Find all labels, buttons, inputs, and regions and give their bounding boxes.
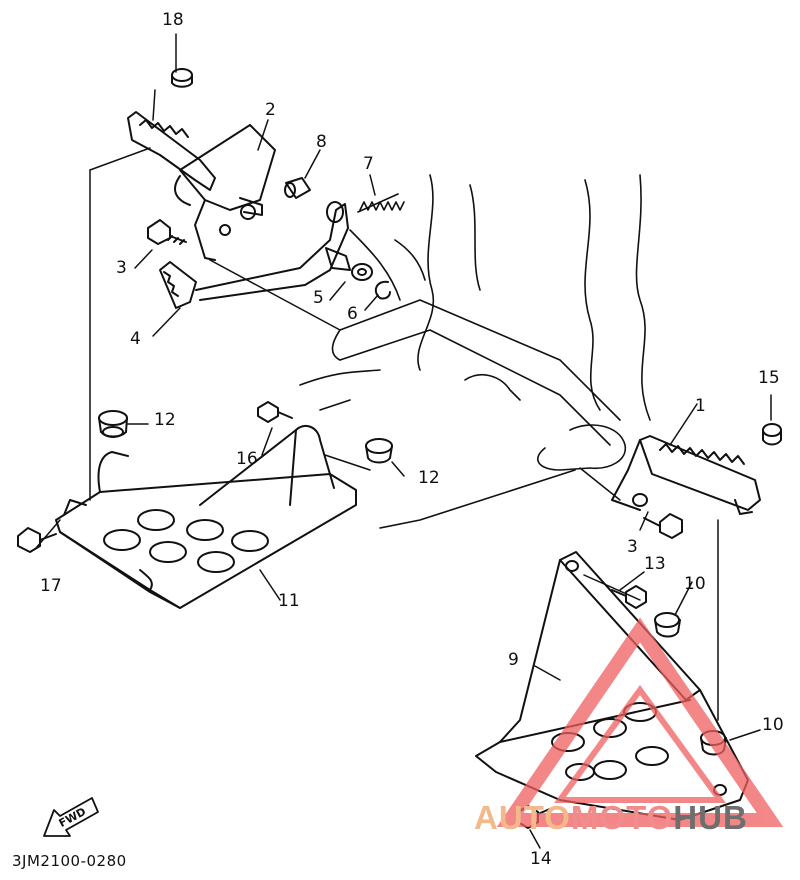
callout-17: 17 (40, 576, 62, 596)
callout-9: 9 (508, 650, 519, 670)
watermark-triangle (496, 617, 784, 827)
callout-3-left: 3 (116, 258, 127, 278)
watermark-moto: MOTO (570, 799, 674, 836)
part-13-bolt (611, 585, 647, 609)
callout-16: 16 (236, 449, 258, 469)
callout-13: 13 (644, 554, 666, 574)
fwd-marker: FWD (44, 800, 100, 836)
part-15-nut (762, 423, 782, 446)
callout-14: 14 (530, 849, 552, 869)
callout-3-right: 3 (627, 537, 638, 557)
callout-18: 18 (162, 10, 184, 30)
part-10-grommet-upper (654, 612, 681, 638)
callout-11: 11 (278, 591, 300, 611)
callout-10-lower: 10 (762, 715, 784, 735)
part-7-spring (357, 193, 405, 213)
callout-10-upper: 10 (684, 574, 706, 594)
callout-12-left: 12 (154, 410, 176, 430)
part-3-bolt-right (643, 513, 683, 539)
watermark-logo: AUTOMOTOHUB (474, 799, 748, 837)
callout-15: 15 (758, 368, 780, 388)
callout-2: 2 (265, 100, 276, 120)
part-5-collar (351, 263, 373, 281)
frame-outline (299, 174, 651, 529)
part-code: 3JM2100-0280 (12, 852, 127, 870)
part-6-clip (374, 280, 391, 300)
part-16-bolt (257, 401, 293, 423)
part-17-bolt (17, 527, 57, 553)
part-1-right-footrest (611, 435, 761, 515)
part-11-left-bracket (55, 424, 357, 609)
callout-7: 7 (363, 154, 374, 174)
callout-8: 8 (316, 132, 327, 152)
leader-lines (35, 33, 772, 849)
part-12-grommet-left (98, 410, 128, 438)
callout-5: 5 (313, 288, 324, 308)
part-18-nut (171, 68, 193, 88)
part-3-bolt-left (147, 219, 187, 245)
watermark-hub: HUB (673, 799, 748, 836)
part-2-left-footrest (127, 111, 276, 261)
watermark-auto: AUTO (474, 799, 571, 836)
callout-4: 4 (130, 329, 141, 349)
part-8-pin (284, 177, 311, 199)
fwd-label: FWD (56, 805, 89, 830)
callout-12-center: 12 (418, 468, 440, 488)
part-4-footrest-arm (159, 201, 351, 309)
callout-6: 6 (347, 304, 358, 324)
part-12-grommet-center (365, 438, 393, 464)
callout-1: 1 (695, 396, 706, 416)
fwd-arrow (43, 797, 99, 837)
